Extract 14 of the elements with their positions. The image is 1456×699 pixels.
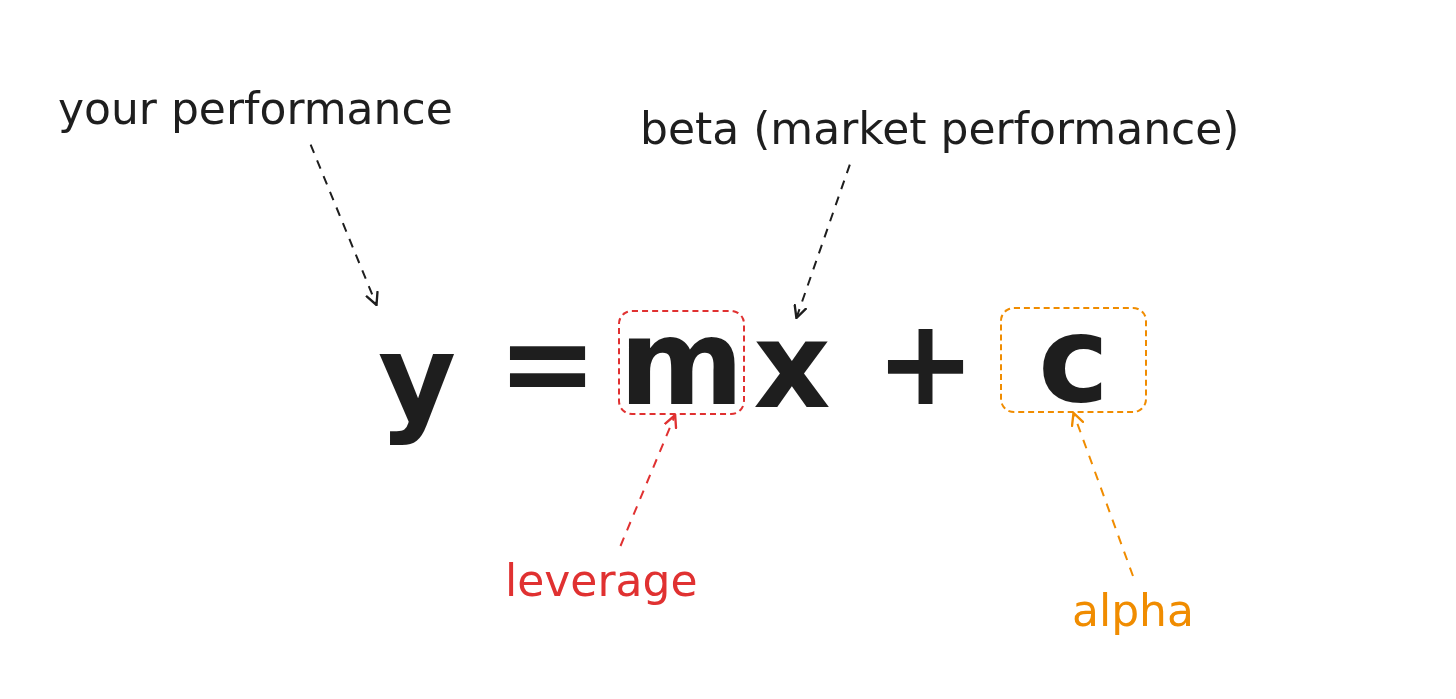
annotation-text: your performance	[58, 84, 453, 135]
dashed-arrow	[309, 143, 379, 307]
annotation-text: beta (market performance)	[640, 104, 1240, 155]
dashed-arrow	[793, 163, 851, 320]
dashed-arrow	[1070, 411, 1134, 577]
equation-operator: +	[878, 300, 973, 425]
equation-symbol: y	[372, 305, 462, 450]
highlight-box: c	[1000, 307, 1147, 413]
highlight-box: m	[618, 310, 745, 415]
dashed-arrow	[619, 413, 678, 547]
equation-symbol: x	[748, 318, 836, 413]
equation-operator: =	[500, 300, 595, 425]
annotation-text: alpha	[1072, 586, 1194, 637]
annotation-text: leverage	[505, 556, 698, 607]
